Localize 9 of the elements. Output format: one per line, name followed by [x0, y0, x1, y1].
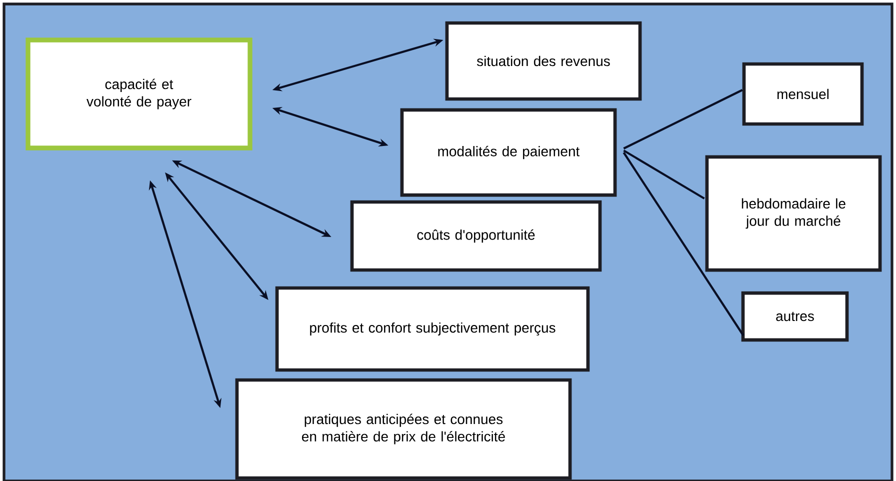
- text-box: modalités de paiement: [400, 108, 617, 197]
- text-box: mensuel: [742, 62, 864, 126]
- text-box: coûts d'opportunité: [350, 200, 602, 272]
- text-box: situation des revenus: [445, 21, 642, 101]
- text-box: pratiques anticipées et connues en matière de prix de l'électricité: [235, 378, 572, 480]
- text-box: capacité et volonté de payer: [26, 38, 252, 150]
- text-box: autres: [741, 291, 849, 342]
- text-box: hebdomadaire le jour du marché: [705, 155, 882, 272]
- text-box: profits et confort subjectivement perçus: [275, 286, 590, 372]
